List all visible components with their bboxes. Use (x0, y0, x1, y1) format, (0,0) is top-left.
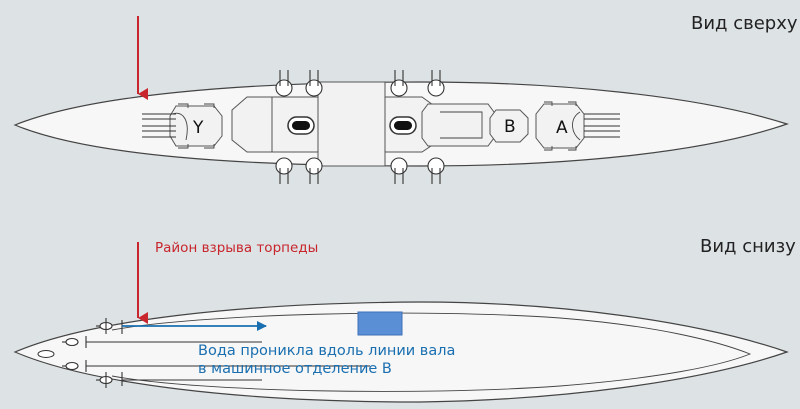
propellers (37, 318, 123, 388)
engine-room-b (357, 311, 403, 336)
turret-b-label: B (504, 117, 516, 137)
funnel-aft-top (292, 121, 310, 130)
turret-y: Y (142, 103, 223, 149)
bottom-view-title: Вид снизу (700, 236, 796, 257)
turret-a-label: A (556, 118, 568, 138)
turret-a: A (535, 101, 620, 151)
funnel-fore-top (394, 121, 412, 130)
top-view-title: Вид сверху (691, 13, 798, 34)
turret-y-label: Y (192, 118, 204, 138)
superstructure (231, 81, 495, 167)
bottom-hull (13, 301, 789, 403)
bridge (421, 103, 495, 147)
water-label-line1: Вода проникла вдоль линии вала (198, 343, 455, 359)
turret-b: B (489, 109, 529, 143)
torpedo-label: Район взрыва торпеды (155, 240, 318, 256)
rudder (37, 350, 55, 358)
bottom-view: Вид снизу Район взрыва торпеды (13, 236, 796, 403)
secondary-guns (275, 70, 445, 184)
keel-outline (111, 312, 752, 392)
top-view: Вид сверху (13, 13, 798, 184)
water-label-line2: в машинное отделение B (198, 361, 392, 377)
